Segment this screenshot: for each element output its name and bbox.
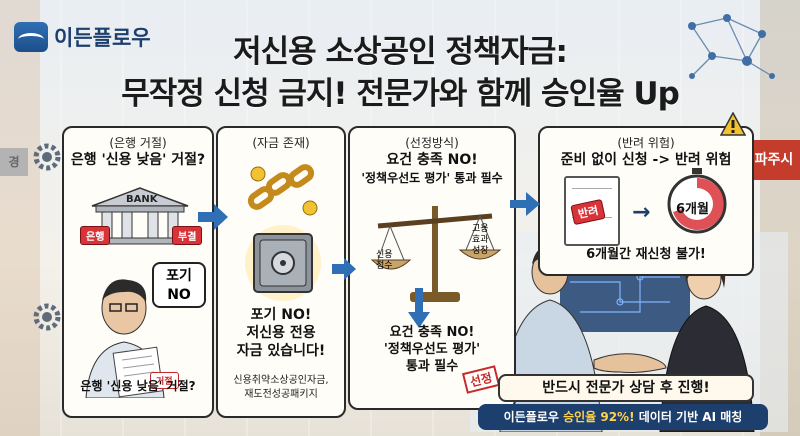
consult-banner: 반드시 전문가 상담 후 진행!	[498, 374, 754, 402]
approval-rate-banner: 이든플로우 승인율 92%! 데이터 기반 AI 매칭	[478, 404, 768, 430]
network-graph-icon	[688, 14, 775, 79]
bank-badge: 은행	[80, 226, 111, 245]
panel-heading: (은행 거절)	[109, 136, 167, 150]
flow-arrow-icon	[510, 192, 540, 216]
flow-arrow-icon	[332, 258, 356, 280]
panel-sub-text: 신용취약소상공인자금, 재도전성공패키지	[218, 374, 344, 402]
page-title-line2: 무작정 신청 금지! 전문가와 함께 승인율 Up	[121, 76, 680, 112]
brand-name: 이든플로우	[54, 27, 151, 50]
gear-icon	[33, 303, 61, 331]
panel-footer-text: 은행 '신용 낮음' 거절?	[80, 379, 196, 393]
broken-chain-icon	[247, 164, 318, 216]
panel-bank-rejection: (은행 거절) 은행 '신용 낮음' 거절? BANK 은행 부결 거절 포기 …	[62, 126, 214, 418]
timer-label: 6개월	[676, 202, 709, 217]
stat-prefix: 이든플로우	[503, 410, 564, 424]
panel-rejection-risk: (반려 위험) 준비 없이 신청 -> 반려 위험 반려 → 6개월 6개월간 …	[538, 126, 754, 276]
panel-main-text: 은행 '신용 낮음' 거절?	[70, 152, 206, 168]
stat-suffix: 데이터 기반 AI 매칭	[634, 410, 743, 424]
arrow-down-icon	[408, 288, 430, 328]
speech-text: 포기 NO	[166, 268, 192, 303]
panel-main-text: 포기 NO! 저신용 전용 자금 있습니다!	[218, 306, 344, 360]
panel-heading: (자금 존재)	[252, 136, 310, 150]
background-left-sign: 경	[0, 148, 28, 176]
bank-sign-text: BANK	[126, 194, 158, 205]
safe-vault-icon	[245, 225, 321, 301]
main-line2: '정책우선도 평가' 통과 필수	[361, 171, 503, 185]
speech-bubble: 포기 NO	[152, 262, 206, 308]
sub-line2: 재도전성공패키지	[244, 389, 318, 400]
panel-footer-text: 6개월간 재신청 불가!	[586, 247, 706, 262]
panel-fund-exists: (자금 존재) 포기 NO! 저신용 전용 자금 있습니다! 신용취약소상공인자…	[216, 126, 346, 418]
panel-footer-text: 요건 충족 NO! '정책우선도 평가' 통과 필수	[350, 324, 514, 375]
arrow-right-icon: →	[632, 200, 651, 225]
right-weight-label: 고용 효과 성장	[472, 224, 489, 256]
stat-highlight: 승인율 92%!	[563, 410, 635, 424]
main-line3: 자금 있습니다!	[236, 343, 326, 359]
foot-line3: 통과 필수	[405, 359, 459, 374]
main-line1: 요건 충족 NO!	[386, 152, 478, 168]
gear-icon	[33, 143, 61, 171]
panel-selection-method: (선정방식) 요건 충족 NO! '정책우선도 평가' 통과 필수 신용 점수 …	[348, 126, 516, 410]
background-shop-sign: 파주시	[748, 140, 800, 180]
panel-main-text: 준비 없이 신청 -> 반려 위험	[560, 152, 732, 168]
document-icon: 반려	[564, 176, 620, 246]
main-line2: 저신용 전용	[246, 325, 316, 341]
stopwatch-icon	[667, 168, 727, 234]
left-weight-label: 신용 점수	[376, 250, 393, 271]
worried-man-illustration	[85, 279, 165, 398]
panel-heading: (선정방식)	[405, 136, 459, 150]
bridge-icon	[14, 22, 48, 52]
foot-line2: '정책우선도 평가'	[383, 342, 481, 357]
main-line1: 포기 NO!	[250, 307, 312, 323]
brand-logo: 이든플로우	[14, 22, 151, 52]
page-title-line1: 저신용 소상공인 정책자금:	[233, 34, 568, 70]
warning-icon	[720, 112, 746, 136]
paper-reject-stamp: 거절	[150, 372, 179, 389]
flow-arrow-icon	[198, 204, 228, 230]
rejected-badge: 부결	[172, 226, 203, 245]
sub-line1: 신용취약소상공인자금,	[233, 375, 329, 386]
foot-line1: 요건 충족 NO!	[389, 325, 475, 340]
panel-heading: (반려 위험)	[617, 136, 675, 150]
